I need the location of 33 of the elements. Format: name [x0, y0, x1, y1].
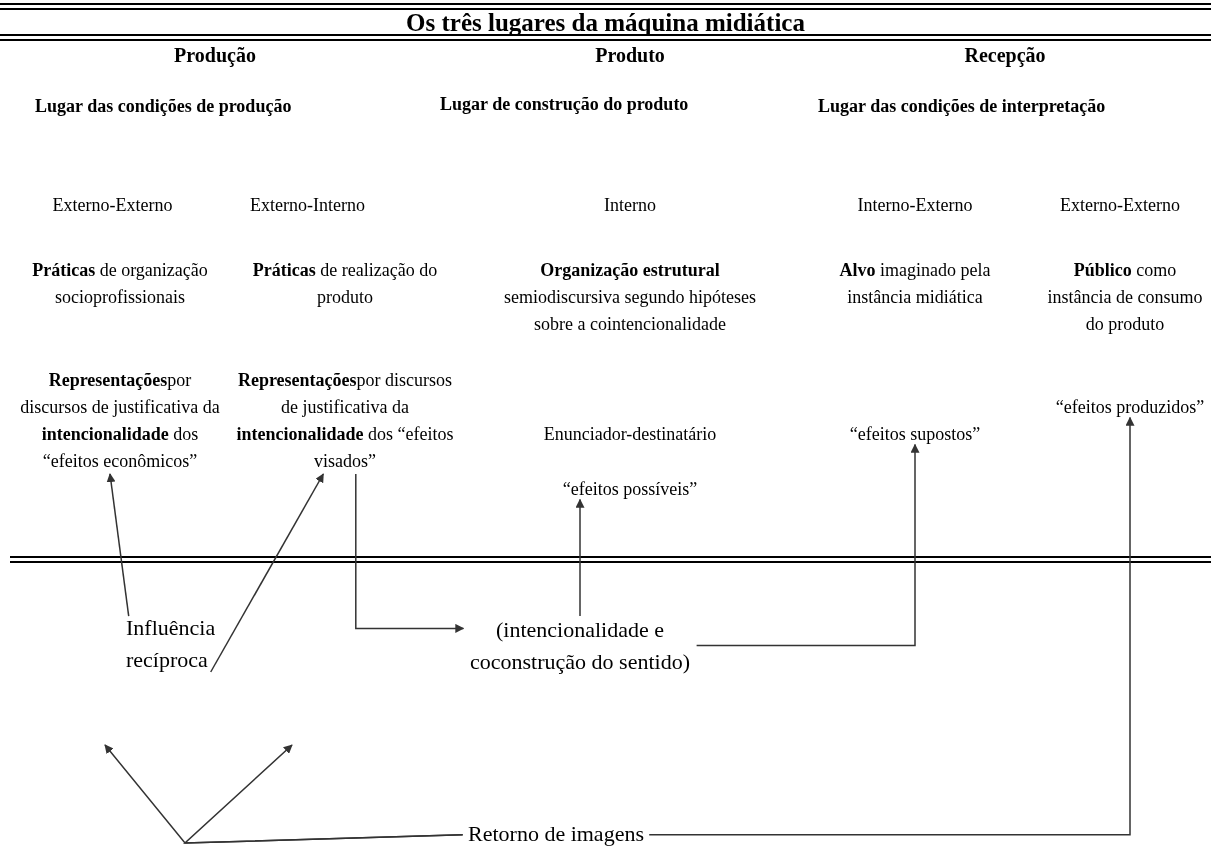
- note-text: Retorno de imagens: [468, 818, 644, 850]
- arrow: [648, 416, 1135, 836]
- cell-text: Externo-Interno: [249, 194, 366, 217]
- cell-text: Externo-Externo: [1059, 194, 1181, 217]
- section-heading: Lugar das condições de interpretação: [818, 95, 1107, 118]
- section-heading: Lugar de construção do produto: [440, 93, 690, 115]
- cell-text: Alvo imaginado pela instância midiática: [838, 259, 992, 309]
- cell-text: Enunciador-destinatário: [542, 423, 718, 446]
- column-header: Recepção: [963, 43, 1047, 69]
- cell-text: Interno-Externo: [856, 194, 974, 217]
- effects-text: “efeitos produzidos”: [1045, 394, 1211, 421]
- effects-text: “efeitos possíveis”: [500, 476, 760, 503]
- section-heading: Lugar das condições de produção: [35, 95, 293, 118]
- diagram-title: Os três lugares da máquina midiática: [405, 8, 806, 38]
- cell-text: Público como instância de consumo do produto: [1046, 259, 1204, 336]
- cell-text: Práticas de realização do produto: [251, 259, 439, 309]
- cell-text: Organização estrutural semiodiscursiva segundo hipóteses sobre a cointencionalidade: [503, 259, 757, 336]
- note-text: (intencionalidade e coconstrução do sentido): [465, 614, 695, 678]
- arrow: [355, 473, 465, 633]
- column-header: Produção: [173, 43, 257, 69]
- arrow: [575, 498, 585, 617]
- arrow: [695, 443, 920, 647]
- cell-text: Externo-Externo: [51, 194, 174, 217]
- cell-text: Práticas de organização socioprofissionais: [31, 259, 209, 309]
- note-text: Influência recíproca: [126, 612, 241, 676]
- effects-text: Representaçõespor discursos de justificativa da intencionalidade dos “efeitos econômicos”: [20, 367, 220, 475]
- arrow: [209, 473, 325, 673]
- arrow: [106, 473, 130, 617]
- column-header: Produto: [594, 43, 666, 68]
- effects-text: Representaçõespor discursos de justificativa da intencionalidade dos “efeitos visados”: [235, 367, 455, 475]
- cell-text: Interno: [603, 194, 657, 217]
- arrow: [183, 744, 464, 844]
- effects-text: “efeitos supostos”: [825, 421, 1005, 448]
